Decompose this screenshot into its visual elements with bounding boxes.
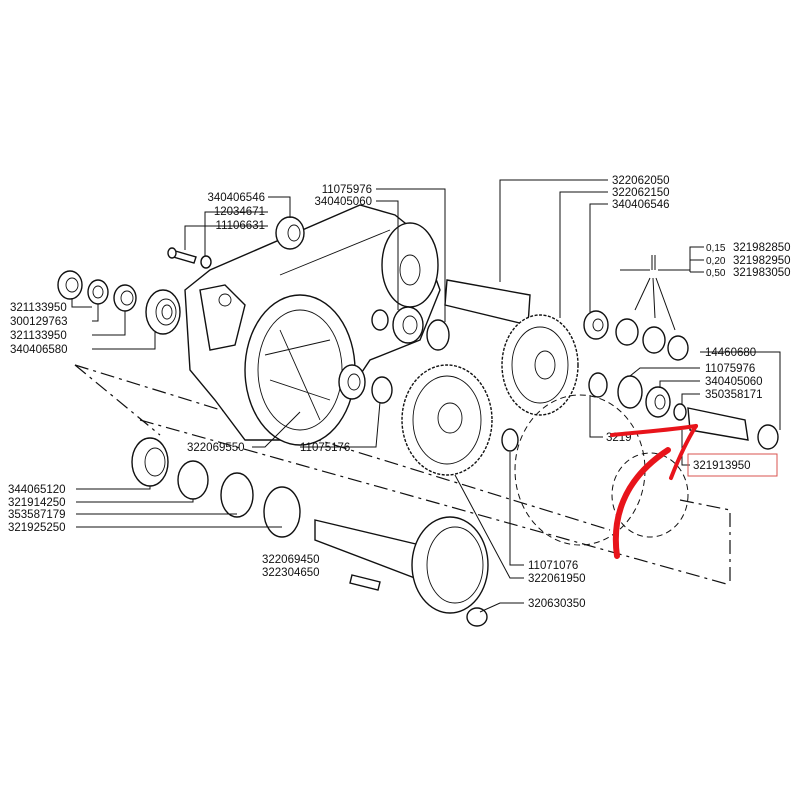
- lockwasher-300129763: [87, 279, 109, 305]
- bearing-340405060-right: [645, 386, 671, 418]
- nut-320630350: [466, 607, 488, 627]
- label-320630350: 320630350: [528, 598, 586, 610]
- shim-2: [642, 326, 666, 354]
- label-11075176: 11075176: [300, 442, 350, 454]
- circlip-11075976: [426, 319, 450, 351]
- axle-flange: [411, 516, 489, 614]
- label-321914250: 321914250: [8, 497, 66, 509]
- red-arrow-annotation: [610, 424, 698, 559]
- label-344065120: 344065120: [8, 484, 66, 496]
- label-340406546: 340406546: [207, 192, 265, 204]
- label-322304650: 322304650: [262, 567, 320, 579]
- label-350358171: 350358171: [705, 389, 763, 401]
- label-11071076: 11071076: [528, 560, 578, 572]
- label-11075976-right: 11075976: [705, 363, 755, 375]
- shim-1: [615, 318, 639, 346]
- ring-321914250: [177, 460, 209, 500]
- label-353587179: 353587179: [8, 509, 66, 521]
- shim-thickness-050: 0,50: [706, 268, 726, 279]
- pinion-shaft-322062050: [444, 279, 531, 326]
- bearing-340406546-right: [583, 310, 609, 340]
- circlip-11071076: [501, 428, 519, 452]
- nut-321133950-b: [113, 284, 137, 312]
- label-340406580: 340406580: [10, 344, 68, 356]
- shim-thickness-020: 0,20: [706, 256, 726, 267]
- label-321913950: 321913950: [693, 460, 751, 472]
- centerline-link: [74, 364, 161, 436]
- centerline-right: [679, 499, 731, 585]
- gear-322062150: [501, 314, 579, 416]
- label-340405060: 340405060: [314, 196, 372, 208]
- bearing-340405060: [392, 306, 424, 344]
- label-322069550: 322069550: [187, 442, 245, 454]
- shim-3: [667, 335, 689, 361]
- label-322061950: 322061950: [528, 573, 586, 585]
- gear-322061950: [401, 364, 493, 476]
- label-300129763: 300129763: [10, 316, 68, 328]
- spacer: [588, 372, 608, 398]
- oring-14460680: [757, 424, 779, 450]
- circlip-11075176: [371, 376, 393, 404]
- axle-shaft-322069450: [314, 519, 421, 582]
- label-11106631: 11106631: [216, 220, 265, 232]
- label-340406546-right: 340406546: [612, 199, 670, 211]
- label-322062050: 322062050: [612, 175, 670, 187]
- label-11075976: 11075976: [322, 184, 372, 196]
- centerline-lower: [139, 419, 731, 586]
- oring-350358171: [673, 403, 687, 421]
- label-321133950-b: 321133950: [10, 330, 67, 342]
- ring-gear-outline: [514, 394, 646, 546]
- bolt-11106631: [167, 247, 197, 264]
- label-321925250: 321925250: [8, 522, 66, 534]
- plug: [371, 309, 389, 331]
- shim-thickness-015: 0,15: [706, 243, 726, 254]
- washer-12034671: [200, 255, 212, 269]
- pin-321913950: [687, 407, 749, 441]
- label-340405060-right: 340405060: [705, 376, 763, 388]
- bearing-340406580: [145, 289, 181, 335]
- label-321982850: 321982850: [733, 242, 791, 254]
- label-321133950-a: 321133950: [10, 302, 67, 314]
- seal-321925250: [263, 486, 301, 538]
- circlip-11075976-right: [617, 375, 643, 409]
- label-322062150: 322062150: [612, 187, 670, 199]
- label-12034671: 12034671: [214, 206, 265, 218]
- label-322069450: 322069450: [262, 554, 320, 566]
- bolt-322304650: [349, 574, 381, 591]
- transmission-housing: [184, 204, 441, 446]
- bearing-344065120: [131, 437, 169, 487]
- bushing-340406546: [275, 216, 305, 250]
- highlight-box: [687, 453, 778, 477]
- hub-outline: [611, 452, 689, 538]
- label-321982950: 321982950: [733, 255, 791, 267]
- label-321983050: 321983050: [733, 267, 791, 279]
- label-14460680: 14460680: [705, 347, 756, 359]
- seal-353587179: [220, 472, 254, 518]
- bearing-322069550: [338, 364, 366, 400]
- nut-321133950-a: [57, 270, 83, 300]
